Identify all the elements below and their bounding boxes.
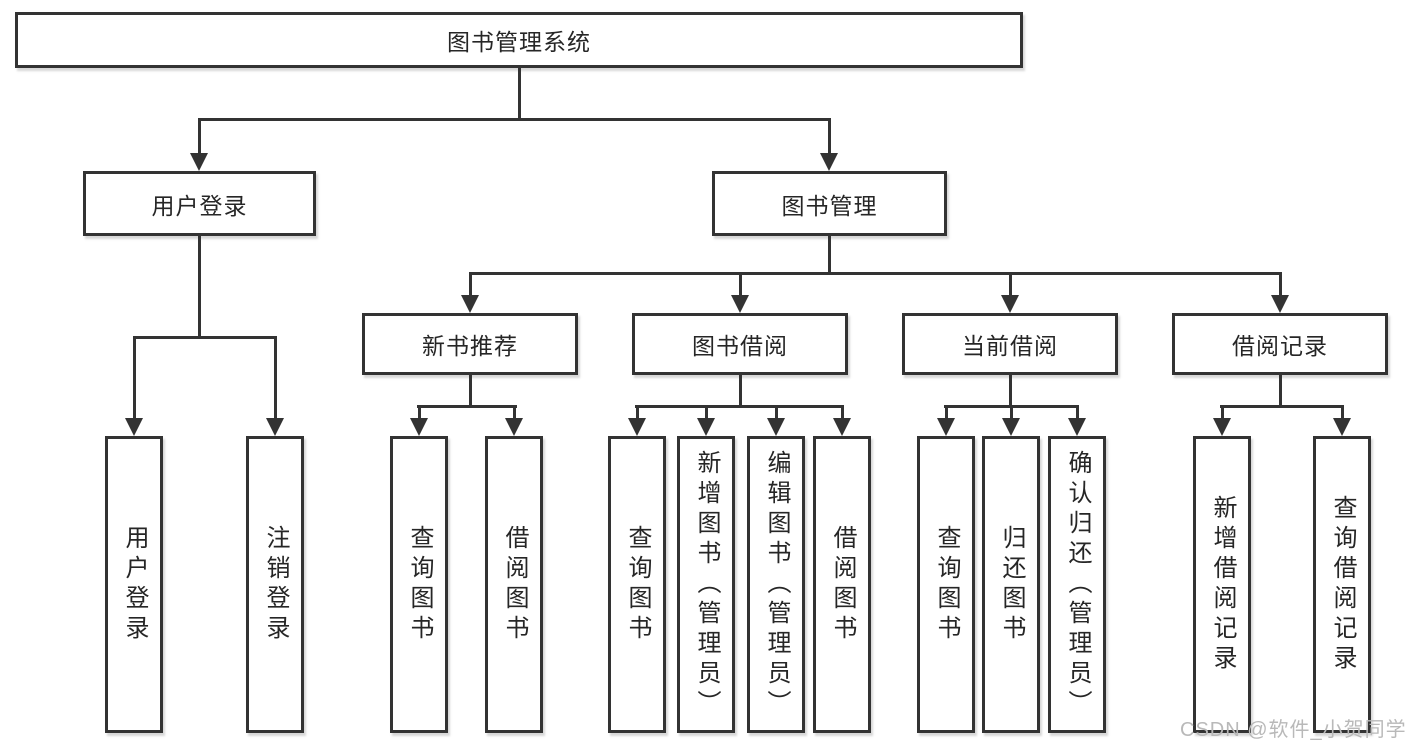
connector-line — [945, 405, 948, 418]
node-label: 图书管理系统 — [447, 29, 591, 55]
arrow-down-icon — [125, 418, 143, 436]
node-book-management: 图书管理 — [712, 171, 947, 236]
leaf-borrow-books: 借阅图书 — [813, 436, 871, 733]
leaf-query-borrow-record: 查询借阅记录 — [1313, 436, 1371, 733]
node-current-borrow: 当前借阅 — [902, 313, 1118, 375]
node-label: 注销登录 — [262, 524, 289, 645]
node-borrow-records: 借阅记录 — [1172, 313, 1388, 375]
arrow-down-icon — [628, 418, 646, 436]
connector-line — [418, 405, 421, 418]
connector-line — [513, 405, 516, 418]
connector-line — [775, 405, 778, 418]
connector-line — [1341, 405, 1344, 418]
connector-line — [828, 236, 831, 272]
node-label: 确认归还（管理员） — [1064, 449, 1091, 720]
arrow-down-icon — [820, 153, 838, 171]
watermark: CSDN @软件_小贺同学 — [1180, 719, 1405, 741]
connector-line — [841, 405, 844, 418]
connector-line — [133, 336, 277, 339]
connector-line — [417, 405, 517, 408]
node-label: 图书借阅 — [692, 333, 788, 359]
leaf-query-books-recommend: 查询图书 — [390, 436, 448, 733]
arrow-down-icon — [505, 418, 523, 436]
node-label: 借阅图书 — [829, 524, 856, 645]
connector-line — [133, 336, 136, 418]
connector-line — [636, 405, 639, 418]
arrow-down-icon — [767, 418, 785, 436]
connector-line — [1279, 272, 1282, 295]
connector-line — [198, 118, 201, 153]
connector-line — [469, 272, 472, 295]
connector-line — [198, 118, 831, 121]
node-label: 查询借阅记录 — [1329, 494, 1356, 675]
leaf-add-book-admin: 新增图书（管理员） — [677, 436, 735, 733]
connector-line — [635, 405, 844, 408]
arrow-down-icon — [461, 295, 479, 313]
leaf-query-books-current: 查询图书 — [917, 436, 975, 733]
node-label: 借阅图书 — [501, 524, 528, 645]
connector-line — [469, 375, 472, 405]
connector-line — [739, 375, 742, 405]
connector-line — [1279, 375, 1282, 405]
connector-line — [739, 272, 742, 295]
node-label: 查询图书 — [406, 524, 433, 645]
arrow-down-icon — [1213, 418, 1231, 436]
arrow-down-icon — [697, 418, 715, 436]
leaf-logout: 注销登录 — [246, 436, 304, 733]
connector-line — [828, 118, 831, 153]
node-label: 新增借阅记录 — [1209, 494, 1236, 675]
leaf-user-login: 用户登录 — [105, 436, 163, 733]
node-label: 当前借阅 — [962, 333, 1058, 359]
node-label: 借阅记录 — [1232, 333, 1328, 359]
connector-line — [1009, 375, 1012, 405]
arrow-down-icon — [190, 153, 208, 171]
leaf-add-borrow-record: 新增借阅记录 — [1193, 436, 1251, 733]
node-label: 用户登录 — [121, 524, 148, 645]
leaf-confirm-return-admin: 确认归还（管理员） — [1048, 436, 1106, 733]
node-new-book-recommend: 新书推荐 — [362, 313, 578, 375]
connector-line — [1221, 405, 1224, 418]
arrow-down-icon — [937, 418, 955, 436]
node-label: 新书推荐 — [422, 333, 518, 359]
arrow-down-icon — [1001, 295, 1019, 313]
node-label: 图书管理 — [781, 192, 878, 219]
node-library-management-system: 图书管理系统 — [15, 12, 1023, 68]
connector-line — [1010, 405, 1013, 418]
connector-line — [198, 236, 201, 336]
arrow-down-icon — [410, 418, 428, 436]
arrow-down-icon — [731, 295, 749, 313]
connector-line — [469, 272, 1282, 275]
node-label: 查询图书 — [624, 524, 651, 645]
arrow-down-icon — [833, 418, 851, 436]
arrow-down-icon — [1333, 418, 1351, 436]
node-book-borrow: 图书借阅 — [632, 313, 848, 375]
leaf-return-book: 归还图书 — [982, 436, 1040, 733]
connector-line — [705, 405, 708, 418]
arrow-down-icon — [1271, 295, 1289, 313]
arrow-down-icon — [266, 418, 284, 436]
connector-line — [1009, 272, 1012, 295]
leaf-query-books-borrow: 查询图书 — [608, 436, 666, 733]
connector-line — [1076, 405, 1079, 418]
node-label: 编辑图书（管理员） — [763, 449, 790, 720]
connector-line — [1220, 405, 1344, 408]
node-label: 归还图书 — [998, 524, 1025, 645]
node-label: 查询图书 — [933, 524, 960, 645]
connector-line — [518, 68, 521, 118]
arrow-down-icon — [1068, 418, 1086, 436]
connector-line — [274, 336, 277, 418]
node-label: 新增图书（管理员） — [693, 449, 720, 720]
leaf-borrow-books-recommend: 借阅图书 — [485, 436, 543, 733]
node-label: 用户登录 — [151, 192, 248, 219]
node-user-login: 用户登录 — [83, 171, 316, 236]
arrow-down-icon — [1002, 418, 1020, 436]
leaf-edit-book-admin: 编辑图书（管理员） — [747, 436, 805, 733]
